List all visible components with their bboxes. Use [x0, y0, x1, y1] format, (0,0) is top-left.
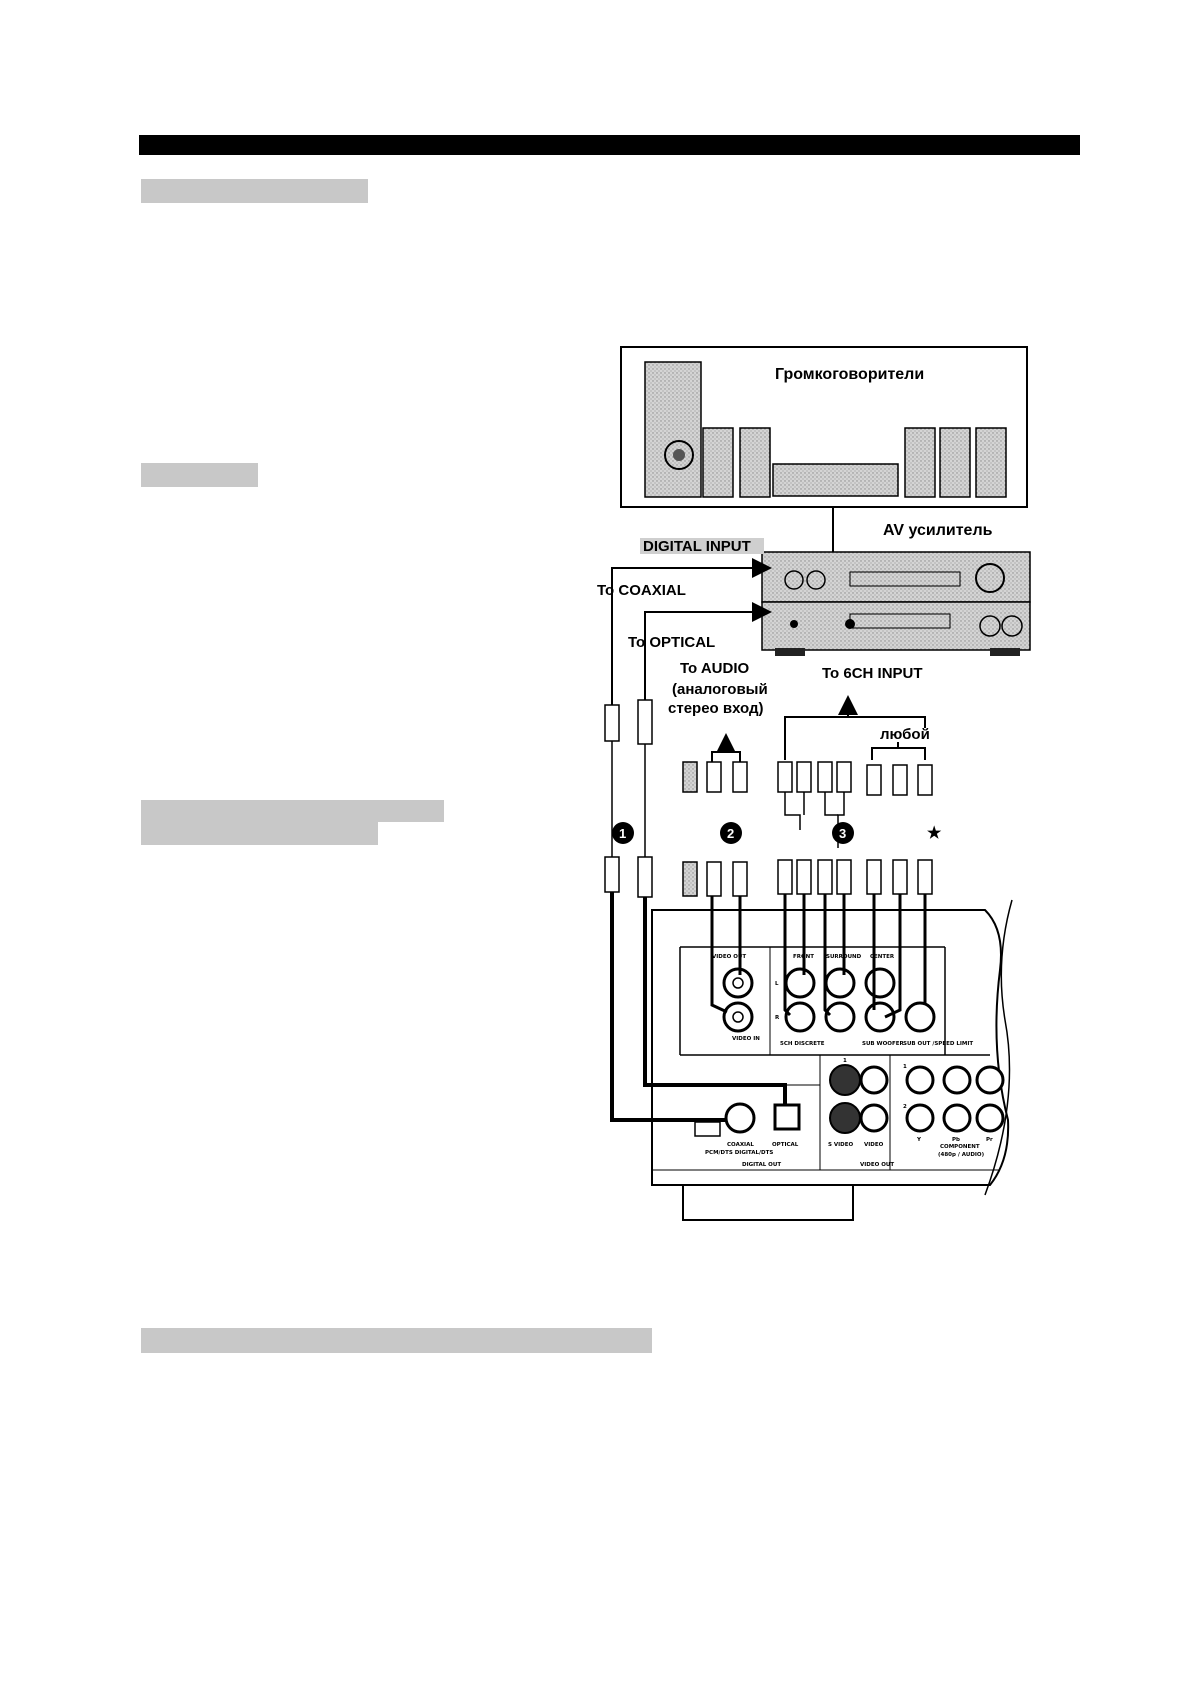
any-label: любой	[880, 726, 930, 743]
svg-text:Pb: Pb	[952, 1137, 960, 1143]
digital-input-label: DIGITAL INPUT	[643, 538, 751, 555]
svg-text:COAXIAL: COAXIAL	[727, 1142, 754, 1148]
svg-text:VIDEO: VIDEO	[864, 1142, 884, 1148]
svg-text:VIDEO OUT: VIDEO OUT	[860, 1162, 894, 1168]
speaker-icon	[975, 427, 1007, 498]
svg-text:SUB OUT /SPEED LIMIT: SUB OUT /SPEED LIMIT	[903, 1041, 973, 1047]
upper-plugs	[682, 761, 933, 796]
analog-label-1: (аналоговый	[672, 681, 768, 698]
optical-plug-icon	[637, 699, 653, 745]
section-heading-bar-1	[141, 179, 368, 203]
svg-text:1: 1	[843, 1058, 847, 1064]
svg-text:SUB WOOFER: SUB WOOFER	[862, 1041, 904, 1047]
speaker-icon	[739, 427, 771, 498]
av-amplifier	[761, 551, 1031, 656]
section-heading-bar-3a	[141, 800, 444, 822]
to-6ch-label: To 6CH INPUT	[822, 665, 923, 682]
svg-text:OPTICAL: OPTICAL	[772, 1142, 799, 1148]
to-audio-label: To AUDIO	[680, 660, 749, 677]
svg-text:1: 1	[903, 1064, 907, 1070]
svg-text:S VIDEO: S VIDEO	[828, 1142, 854, 1148]
speakers-label: Громкоговорители	[775, 366, 924, 383]
coaxial-plug-icon	[604, 704, 620, 742]
svg-text:1: 1	[619, 826, 626, 841]
svg-text:VIDEO IN: VIDEO IN	[732, 1036, 760, 1042]
speakers-box: Громкоговорители	[620, 346, 1028, 508]
dvd-rear-panel	[651, 899, 1013, 1221]
lower-plugs	[682, 859, 933, 897]
svg-text:PCM/DTS DIGITAL/DTS: PCM/DTS DIGITAL/DTS	[705, 1150, 773, 1156]
svg-text:Pr: Pr	[986, 1137, 993, 1143]
section-heading-bar-4	[141, 1328, 652, 1353]
svg-text:R: R	[775, 1015, 780, 1021]
section-heading-bar-2	[141, 463, 258, 487]
svg-text:COMPONENT: COMPONENT	[940, 1144, 980, 1150]
svg-text:L: L	[775, 981, 779, 987]
svg-text:(480p / AUDIO): (480p / AUDIO)	[938, 1152, 985, 1158]
svg-text:CENTER: CENTER	[870, 954, 895, 960]
svg-text:VIDEO OUT: VIDEO OUT	[712, 954, 746, 960]
av-amp-label: AV усилитель	[883, 522, 993, 539]
top-rule	[139, 135, 1080, 155]
center-speaker-icon	[772, 463, 899, 497]
subwoofer-icon	[644, 361, 702, 498]
svg-text:2: 2	[903, 1104, 907, 1110]
speaker-icon	[702, 427, 734, 498]
section-heading-bar-3b	[141, 822, 378, 845]
to-coaxial-label: To COAXIAL	[597, 582, 686, 599]
svg-text:5CH DISCRETE: 5CH DISCRETE	[780, 1041, 825, 1047]
marker-2-icon	[720, 822, 742, 844]
marker-1-icon	[612, 822, 634, 844]
star-marker: ★	[927, 825, 942, 842]
svg-text:2: 2	[727, 826, 734, 841]
svg-text:DIGITAL OUT: DIGITAL OUT	[742, 1162, 781, 1168]
svg-text:Y: Y	[916, 1137, 922, 1143]
svg-text:3: 3	[839, 826, 846, 841]
speaker-icon	[904, 427, 936, 498]
to-optical-label: To OPTICAL	[628, 634, 715, 651]
speaker-icon	[939, 427, 971, 498]
analog-label-2: стерео вход)	[668, 700, 764, 717]
